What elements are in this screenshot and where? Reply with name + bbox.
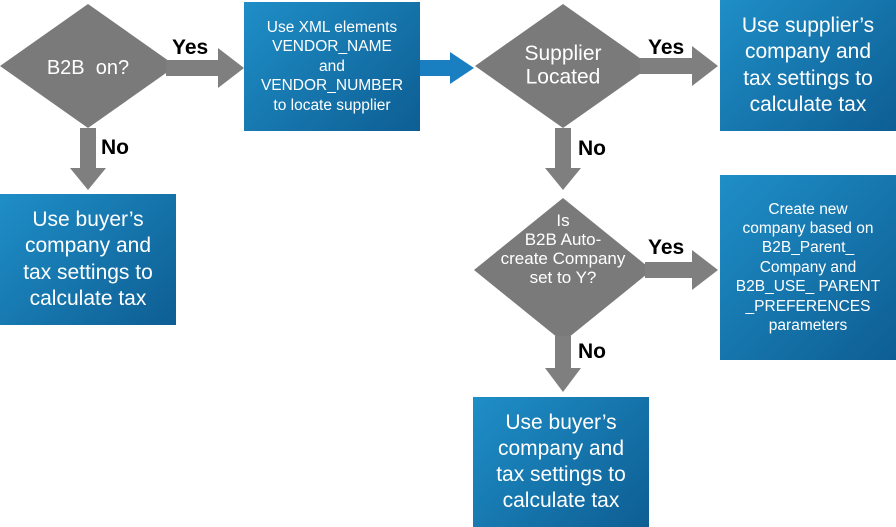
edge-label-auto-create-no: No: [578, 340, 606, 363]
arrow-auto-create-yes: [645, 250, 718, 290]
action-buyer-tax-2-text: Use buyer’s company and tax settings to …: [496, 410, 626, 513]
edge-label-b2b-no: No: [101, 136, 129, 159]
action-create-company: Create new company based on B2B_Parent_ …: [720, 175, 896, 360]
arrow-xml-to-supplier: [420, 52, 474, 84]
action-supplier-tax: Use supplier’s company and tax settings …: [720, 0, 896, 131]
arrow-b2b-no: [70, 128, 106, 190]
action-buyer-tax-2: Use buyer’s company and tax settings to …: [473, 397, 649, 527]
edge-label-supplier-yes: Yes: [648, 36, 684, 59]
action-use-xml-elements-text: Use XML elements VENDOR_NAME and VENDOR_…: [260, 19, 404, 114]
action-create-company-text: Create new company based on B2B_Parent_ …: [735, 200, 881, 334]
arrow-supplier-yes: [640, 46, 718, 86]
action-buyer-tax-1: Use buyer’s company and tax settings to …: [0, 194, 176, 325]
decision-supplier-located-shape: [475, 4, 651, 128]
action-buyer-tax-1-text: Use buyer’s company and tax settings to …: [23, 208, 153, 310]
action-use-xml-elements: Use XML elements VENDOR_NAME and VENDOR_…: [244, 2, 420, 131]
arrow-auto-create-no: [545, 336, 581, 392]
edge-label-b2b-yes: Yes: [172, 36, 208, 59]
action-supplier-tax-text: Use supplier’s company and tax settings …: [741, 14, 875, 116]
edge-label-auto-create-yes: Yes: [648, 236, 684, 259]
arrow-supplier-no: [545, 128, 581, 190]
decision-b2b-on-label: B2B on?: [47, 57, 129, 79]
arrow-b2b-yes: [166, 48, 244, 88]
decision-b2b-on-shape: [0, 4, 176, 128]
decision-auto-create-shape: [474, 198, 652, 342]
edge-label-supplier-no: No: [578, 137, 606, 160]
